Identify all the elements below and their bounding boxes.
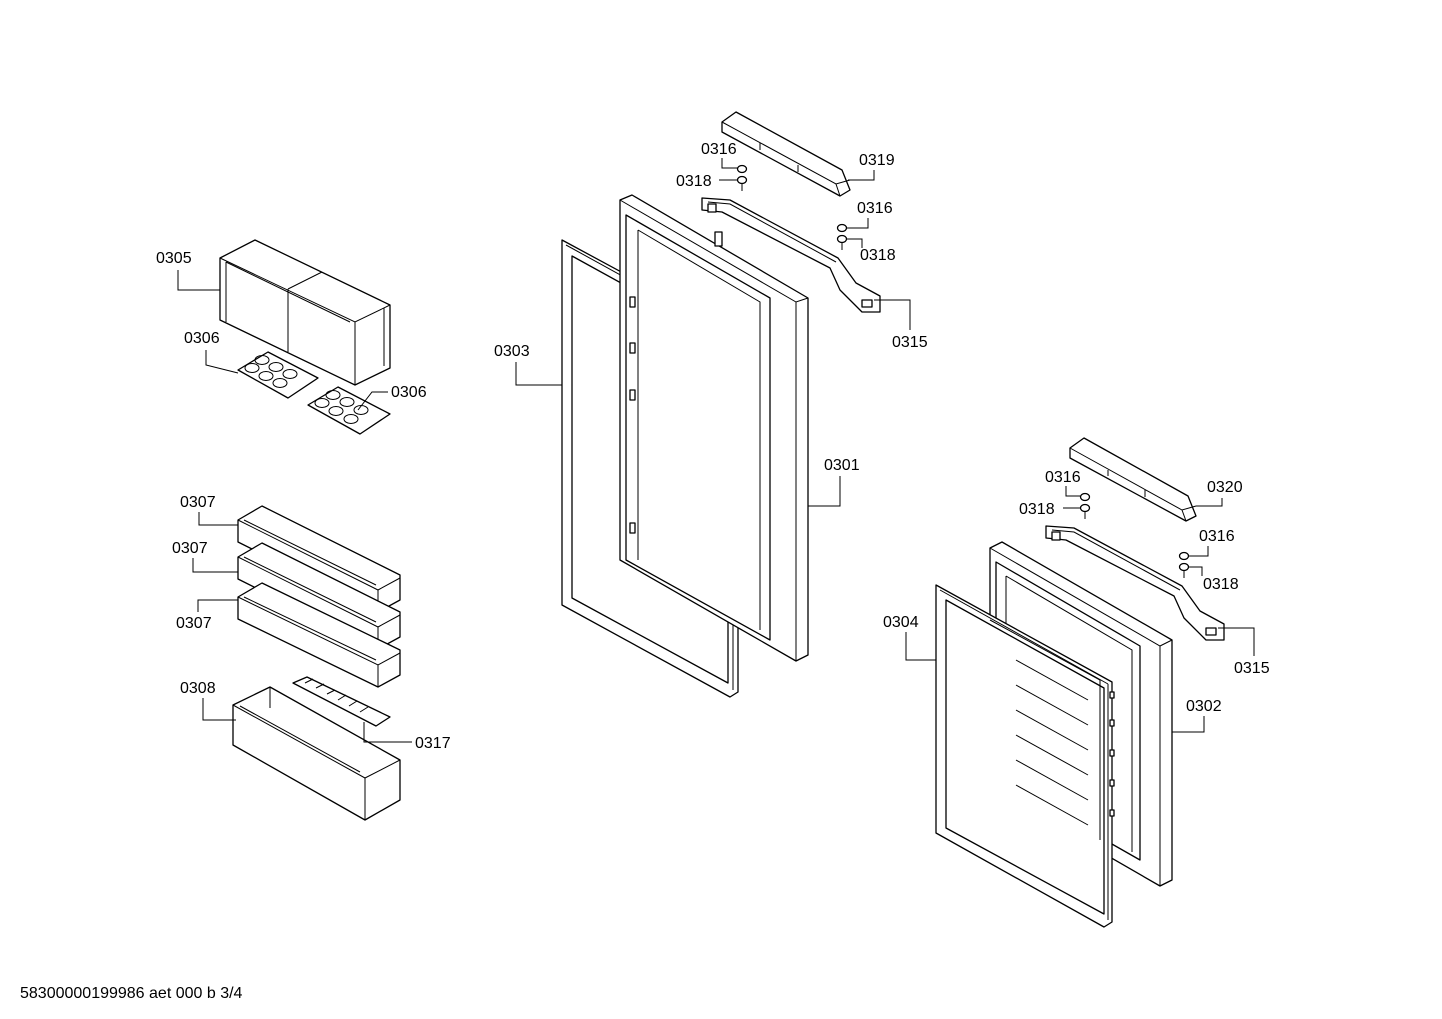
part-0308-bottle-shelf[interactable] [232,686,401,821]
part-0320-cover[interactable] [1069,437,1197,522]
part-0319-cover[interactable] [721,111,851,197]
part-0304-door-gasket[interactable] [935,584,1115,928]
leader-0317 [363,722,412,743]
part-0306-egg-tray-right[interactable] [307,386,391,435]
label-0307-c: 0307 [176,615,212,632]
footer-document-code: 58300000199986 aet 000 b 3/4 [20,985,243,1002]
part-0307-shelf-2[interactable] [237,542,401,650]
leader-0316-c [1065,486,1080,497]
label-0303: 0303 [494,343,530,360]
label-0316-b: 0316 [857,200,893,217]
leader-0308 [202,698,236,721]
label-0305: 0305 [156,250,192,267]
screw-0316-c[interactable] [1079,492,1091,502]
leader-0306-b [357,391,388,411]
screw-0318-d[interactable] [1178,562,1190,579]
part-0301-upper-door[interactable] [619,194,809,662]
label-0318-a: 0318 [676,173,712,190]
leader-0315-a [874,299,911,330]
label-0304: 0304 [883,614,919,631]
leader-0306-a [205,350,239,374]
label-0316-a: 0316 [701,141,737,158]
label-0308: 0308 [180,680,216,697]
label-0307-a: 0307 [180,494,216,511]
part-0315-hinge-upper[interactable] [701,197,881,313]
screw-0316-b[interactable] [836,223,848,233]
label-0301: 0301 [824,457,860,474]
leader-0318-d [1189,566,1203,576]
part-0307-shelf-1[interactable] [237,505,401,613]
part-0305-compartment[interactable] [219,239,391,386]
label-0319: 0319 [859,152,895,169]
leader-0304 [905,632,936,661]
screw-0318-b[interactable] [836,234,848,251]
label-0315-b: 0315 [1234,660,1270,677]
label-0307-b: 0307 [172,540,208,557]
label-0315-a: 0315 [892,334,928,351]
label-0320: 0320 [1207,479,1243,496]
leader-0316-a [721,158,737,169]
leader-0316-b [847,218,869,229]
screw-0318-c[interactable] [1079,503,1091,520]
part-0306-egg-tray-left[interactable] [237,351,319,399]
screw-0318-a[interactable] [736,175,748,192]
leader-0307-b [192,558,238,573]
label-0316-d: 0316 [1199,528,1235,545]
leader-0319 [848,170,875,181]
leader-0318-b [847,238,863,248]
leader-0320 [1196,498,1223,507]
screw-0316-d[interactable] [1178,551,1190,561]
label-0306-a: 0306 [184,330,220,347]
label-0306-b: 0306 [391,384,427,401]
label-0318-d: 0318 [1203,576,1239,593]
label-0318-c: 0318 [1019,501,1055,518]
part-0307-shelf-3[interactable] [237,582,401,688]
leader-0302 [1172,716,1205,733]
label-0317: 0317 [415,735,451,752]
label-0316-c: 0316 [1045,469,1081,486]
leader-0303 [515,362,562,386]
part-0317-rack[interactable] [292,676,391,727]
label-0318-b: 0318 [860,247,896,264]
screw-0316-a[interactable] [736,164,748,174]
leader-0315-b [1218,627,1255,656]
leader-0305 [177,270,220,291]
leader-0307-c [197,599,238,612]
part-0315-hinge-lower[interactable] [1045,525,1225,641]
leader-0307-a [198,512,238,526]
label-0302: 0302 [1186,698,1222,715]
leader-0316-d [1189,546,1209,557]
leader-0301 [808,476,841,507]
